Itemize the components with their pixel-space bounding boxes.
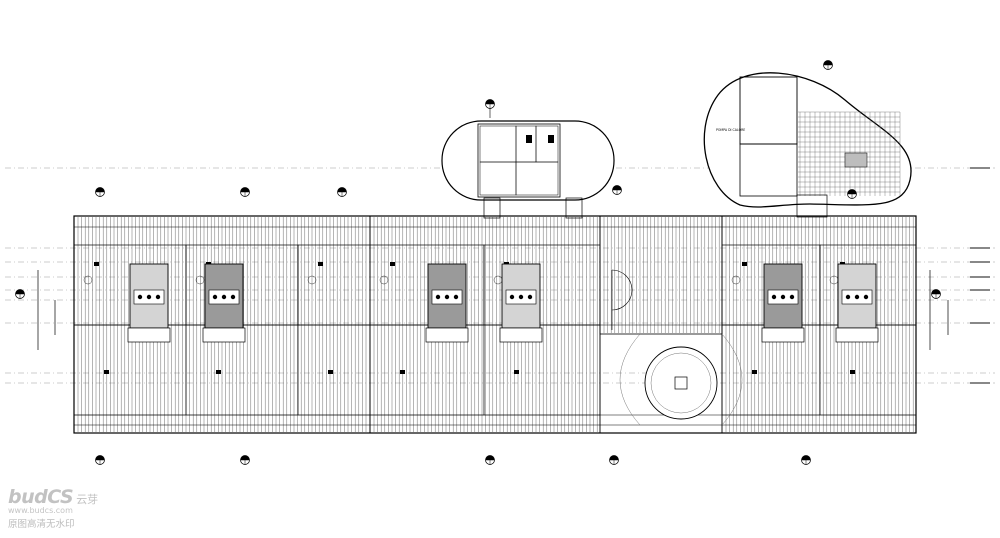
wing-center: [369, 215, 601, 434]
watermark-subtitle: 原图高清无水印: [8, 519, 75, 530]
round-courtyard: [619, 333, 743, 426]
capsule-pavilion: [441, 108, 615, 219]
blob-pavilion: POMPA DI CALORE: [703, 72, 912, 218]
tiled-floor: [798, 111, 901, 196]
service-cores: [127, 263, 879, 343]
axis-markers: [15, 60, 949, 465]
entrance-door: [611, 269, 633, 330]
pod-label: POMPA DI CALORE: [716, 128, 745, 132]
watermark-logo: budCS: [8, 486, 74, 508]
level-tags: [970, 167, 990, 384]
watermark-brand: 云芽: [76, 493, 99, 506]
watermark-url: www.budcs.com: [8, 506, 73, 515]
